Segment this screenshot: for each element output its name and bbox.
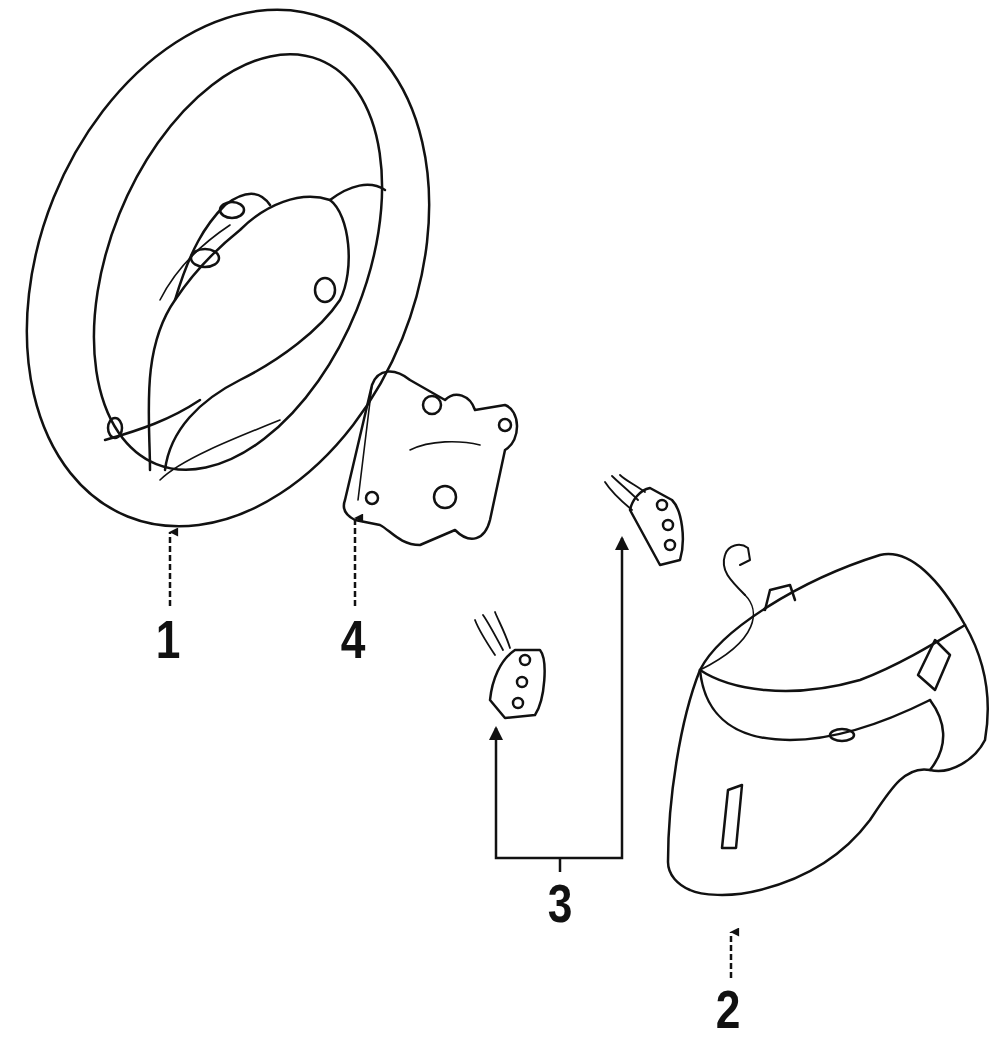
- callout-number: 2: [716, 982, 741, 1036]
- callout-number: 1: [156, 612, 181, 666]
- callout-number: 4: [341, 612, 366, 666]
- control-switch: [605, 475, 683, 565]
- leader-lines: [170, 518, 731, 978]
- callout-number: 3: [548, 876, 573, 930]
- air-bag-module: [668, 545, 988, 895]
- steering-wheel: [0, 0, 503, 587]
- damper-bracket: [344, 372, 517, 545]
- control-switch: [475, 612, 545, 718]
